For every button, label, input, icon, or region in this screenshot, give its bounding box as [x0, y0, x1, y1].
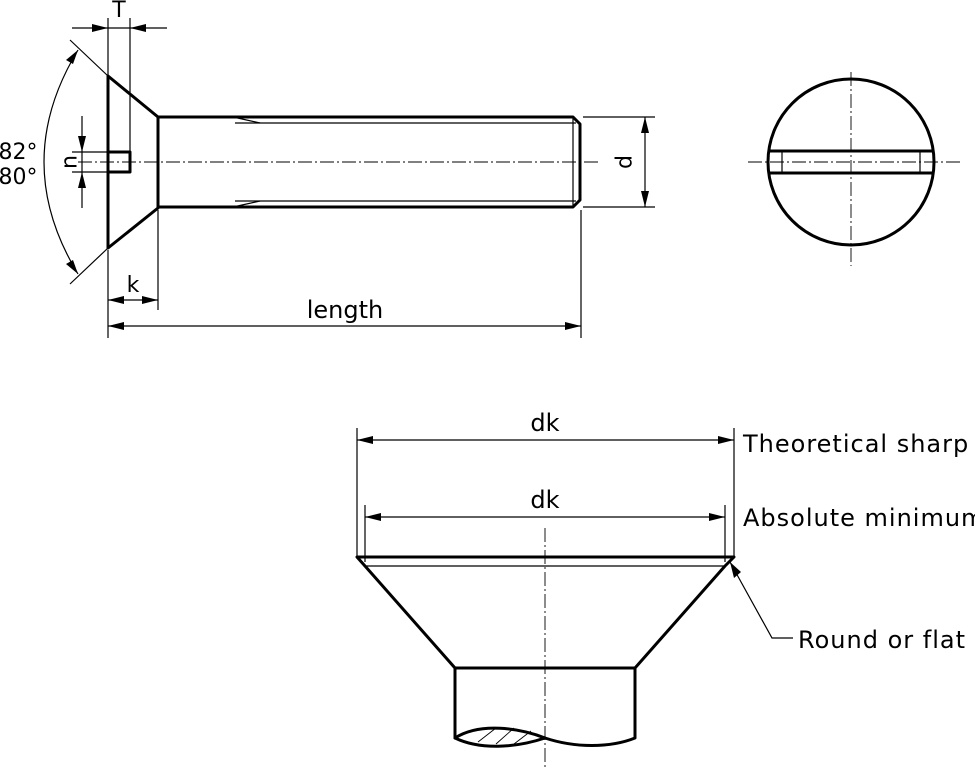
screw-slot [106, 150, 132, 174]
end-view [748, 72, 960, 266]
n-arrow-top [78, 136, 86, 152]
d-arrow-bottom [641, 191, 649, 207]
screw-shank-outline [156, 115, 582, 209]
angle-arrow-top [66, 50, 78, 64]
label-angle-80: 80° [0, 165, 38, 190]
detail-break-lower [453, 736, 547, 748]
k-arrow-right [142, 296, 158, 304]
note-absolute-minimum: Absolute minimum [743, 504, 975, 532]
detail-view: dk dk Theoretical sharp Absolute minimum… [355, 409, 975, 768]
label-k: k [127, 273, 140, 298]
note-round-or-flat: Round or flat [798, 626, 966, 654]
dk-bottom-arrow-right [709, 513, 725, 521]
head-circle [766, 77, 936, 247]
dk-bottom-arrow-left [365, 513, 381, 521]
d-arrow-top [641, 117, 649, 133]
angle-arrow-bottom [66, 260, 78, 274]
angle-arc [43, 49, 79, 275]
note-theoretical-sharp: Theoretical sharp [742, 430, 969, 458]
label-d: d [613, 155, 638, 169]
hatch-line-2 [495, 727, 515, 745]
t-arrow-left [92, 24, 108, 32]
length-arrow-right [565, 322, 581, 330]
angle-extension-top [69, 39, 109, 77]
dk-top-arrow-right [718, 436, 734, 444]
hatch-line-3 [513, 730, 532, 745]
angle-extension-bottom [69, 247, 109, 285]
edge-leader-line [729, 561, 793, 639]
label-length: length [307, 296, 384, 324]
t-arrow-right [130, 24, 146, 32]
hatch-line-1 [477, 727, 497, 743]
side-view: T n 82° 80° d k length [0, 0, 655, 338]
dk-top-arrow-left [357, 436, 373, 444]
detail-head-outline [355, 555, 736, 670]
k-arrow-left [108, 296, 124, 304]
label-dk-top: dk [530, 409, 559, 437]
label-dk-bottom: dk [530, 486, 559, 514]
label-angle-82: 82° [0, 140, 38, 165]
label-t: T [111, 0, 126, 23]
n-arrow-bottom [78, 172, 86, 188]
label-n: n [58, 155, 83, 169]
thread-runout-top [232, 116, 261, 124]
length-arrow-left [108, 322, 124, 330]
thread-runout-bottom [232, 200, 261, 208]
